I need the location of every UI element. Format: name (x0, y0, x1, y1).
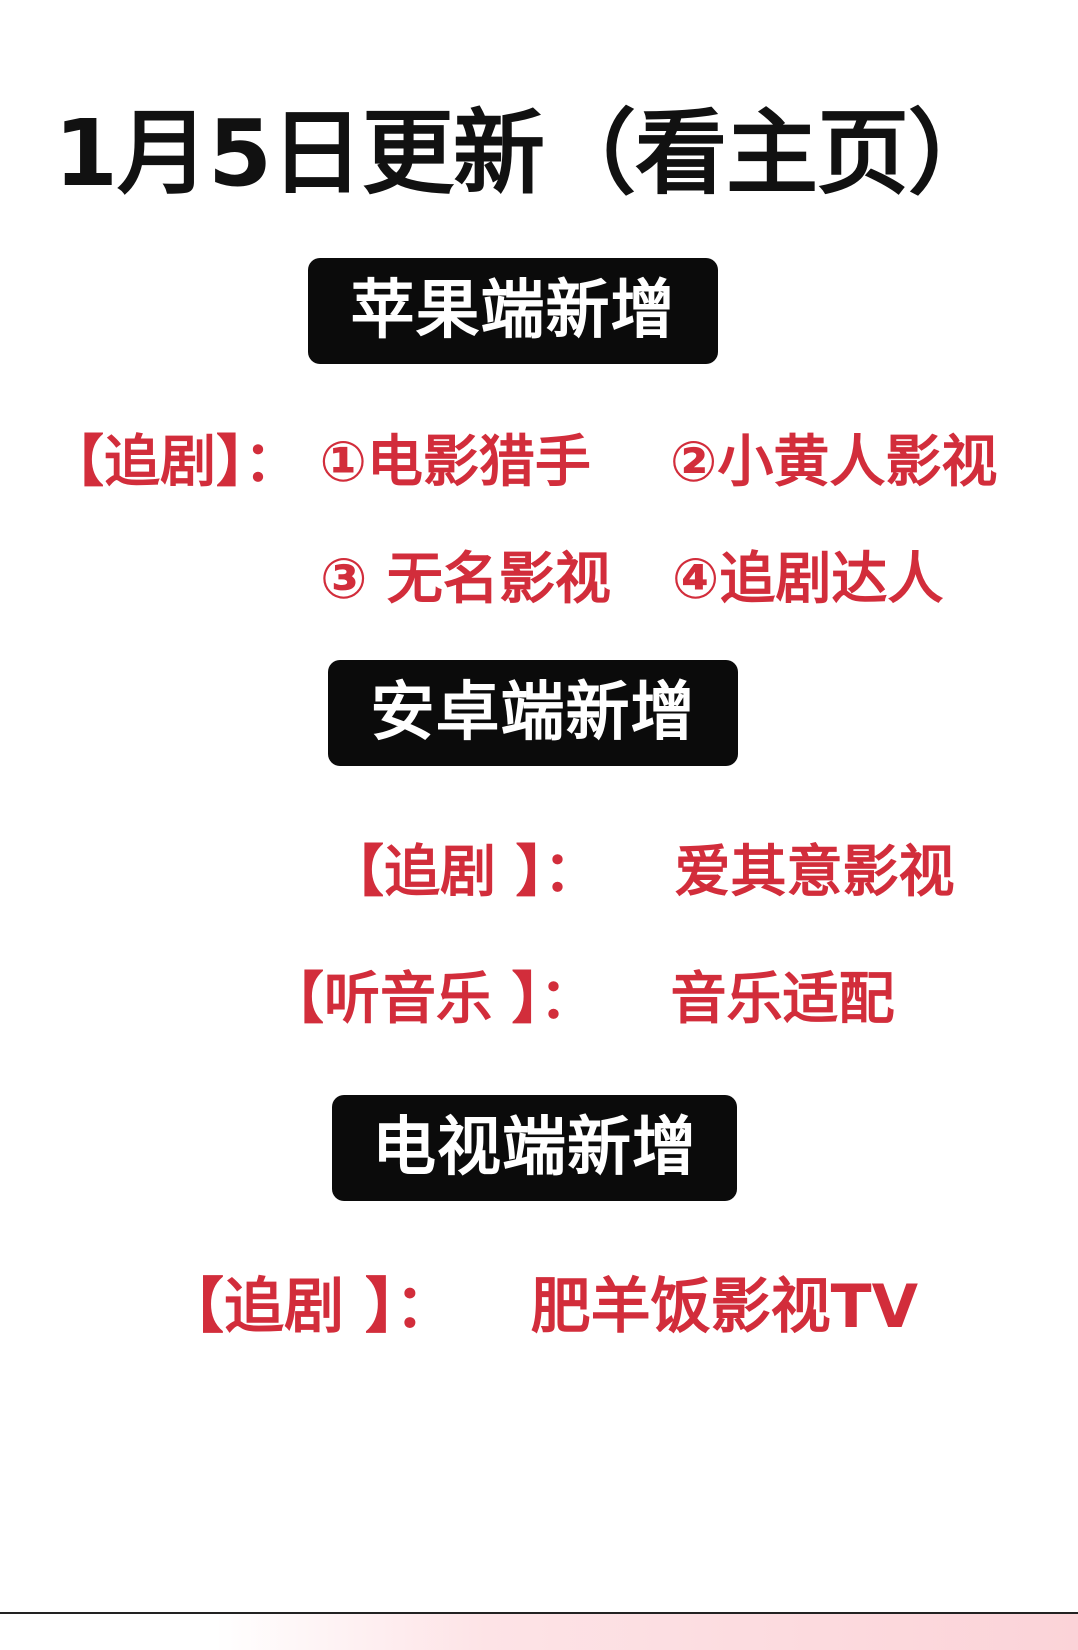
tv-row1-value: 肥羊饭影视TV (530, 1272, 919, 1342)
android-row2-tag: 【听音乐 】： (268, 967, 596, 1032)
android-row2-value: 音乐适配 (670, 967, 895, 1032)
tv-row1-tag: 【追剧 】： (164, 1272, 455, 1342)
ios-row-1: 【追剧】： ①电影猎手 ②小黄人影视 (48, 428, 997, 498)
tv-section-badge: 电视端新增 (332, 1095, 737, 1201)
tv-row-1: 【追剧 】： 肥羊饭影视TV (164, 1272, 918, 1342)
bottom-decorative-strip (0, 1612, 1078, 1650)
android-row-1: 【追剧 】： 爱其意影视 (328, 838, 955, 908)
ios-row2-item4: ④追剧达人 (671, 547, 944, 612)
android-row1-tag: 【追剧 】： (328, 840, 600, 905)
android-section-badge: 安卓端新增 (328, 660, 738, 766)
ios-row1-item2: ②小黄人影视 (669, 430, 998, 495)
ios-row-2: ③ 无名影视 ④追剧达人 (320, 545, 943, 615)
ios-row2-item3: ③ 无名影视 (320, 547, 611, 612)
android-row-2: 【听音乐 】： 音乐适配 (268, 965, 895, 1035)
page-title: 1月5日更新（看主页） (54, 100, 1000, 207)
ios-row1-item1: ①电影猎手 (319, 430, 591, 495)
ios-row1-tag: 【追剧】： (48, 430, 300, 495)
ios-section-badge: 苹果端新增 (308, 258, 718, 364)
android-row1-value: 爱其意影视 (674, 840, 955, 905)
